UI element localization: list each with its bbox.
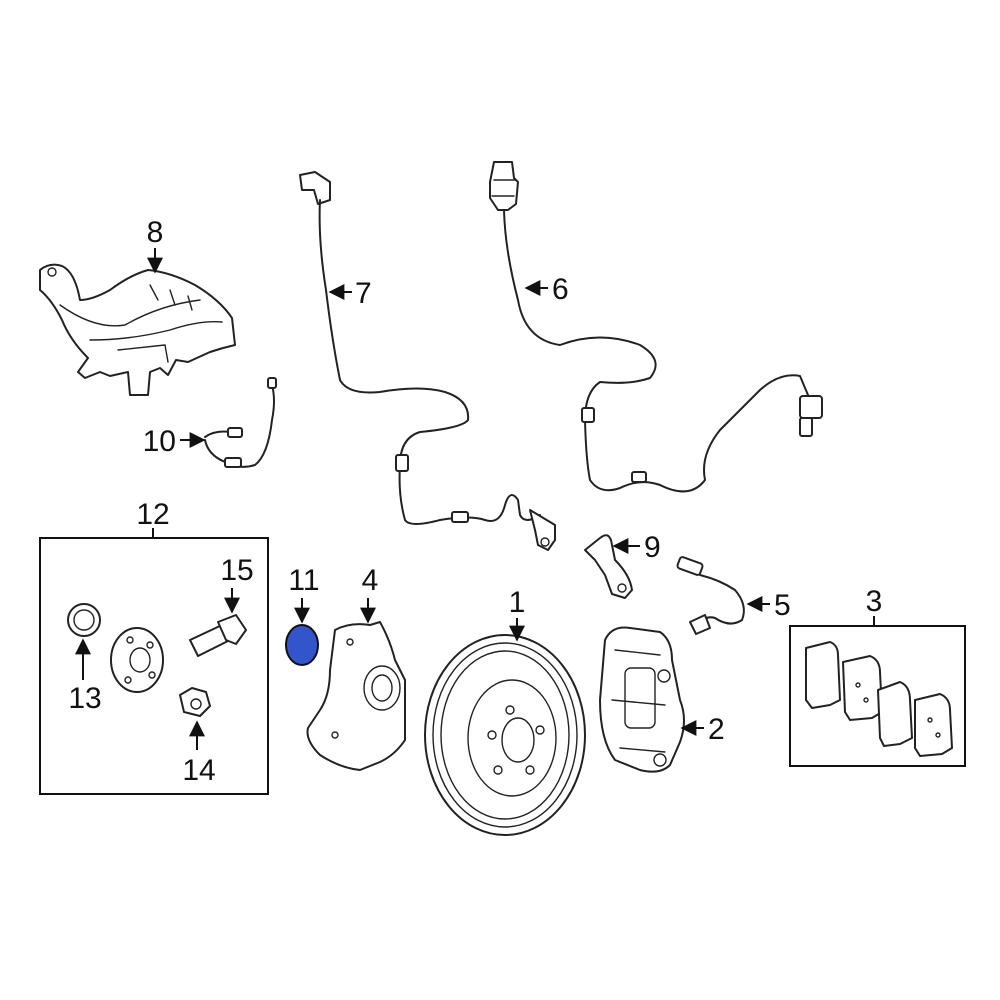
callout-15: 15: [220, 554, 253, 587]
sensor-wire-short[interactable]: [204, 377, 277, 468]
callout-6: 6: [552, 273, 569, 306]
brake-pad-kit-box: [789, 616, 966, 767]
callout-labels: 1 2 3 4 5 6 7 8 9 10 11 12 13 14 15: [68, 216, 882, 787]
bracket[interactable]: [584, 534, 633, 599]
wheel-hub[interactable]: [110, 627, 164, 693]
hub-bolt[interactable]: [189, 614, 247, 657]
hub-kit-box: [39, 528, 269, 795]
callout-3: 3: [866, 585, 883, 618]
splash-shield[interactable]: [39, 263, 236, 396]
wheel-bearing[interactable]: [67, 603, 101, 637]
callout-12: 12: [136, 498, 169, 531]
callout-1: 1: [509, 586, 526, 619]
callout-8: 8: [147, 216, 164, 249]
callout-13: 13: [68, 682, 101, 715]
hub-nut[interactable]: [179, 687, 211, 717]
pad-wear-sensor[interactable]: [676, 556, 745, 635]
callout-10: 10: [143, 425, 176, 458]
wire-harness-second[interactable]: [489, 161, 823, 493]
brake-pads[interactable]: [805, 641, 953, 757]
callout-5: 5: [774, 589, 791, 622]
wire-harness-long[interactable]: [299, 171, 556, 551]
callout-2: 2: [708, 713, 725, 746]
brake-rotor[interactable]: [424, 634, 586, 836]
callout-4: 4: [362, 564, 379, 597]
brake-caliper[interactable]: [599, 626, 685, 773]
callout-7: 7: [355, 277, 372, 310]
callout-14: 14: [182, 754, 215, 787]
callout-11: 11: [288, 564, 319, 597]
leader-arrows: [75, 248, 770, 750]
seal-highlighted[interactable]: [285, 624, 319, 666]
callout-9: 9: [644, 531, 661, 564]
steering-knuckle[interactable]: [306, 621, 406, 771]
